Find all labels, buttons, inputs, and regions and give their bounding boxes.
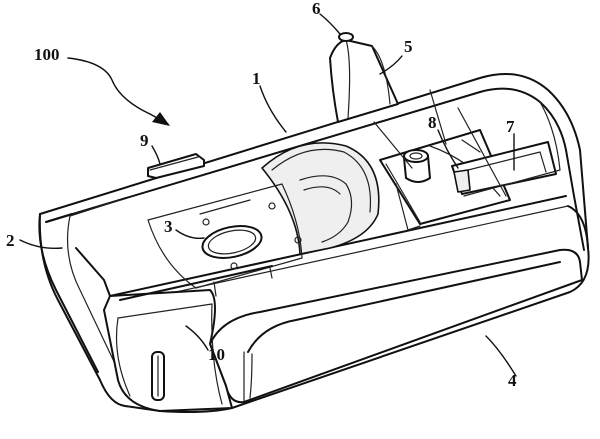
reference-numerals: 100 1 2 3 4 5 6 7 8 9 10 [6,0,517,390]
leader-lines [19,13,517,377]
slot-assembly [451,139,561,197]
side-panel [209,248,583,404]
deck-lines [373,89,507,197]
label-100: 100 [34,45,60,64]
label-10: 10 [208,345,225,364]
label-2: 2 [6,231,15,250]
label-7: 7 [506,117,515,136]
curved-arrow-icon [152,112,170,126]
label-9: 9 [140,131,149,150]
label-4: 4 [508,371,517,390]
label-1: 1 [252,69,261,88]
right-platform [379,129,511,231]
outlet-port [201,218,263,270]
upright-post [329,32,399,123]
label-6: 6 [312,0,321,18]
label-8: 8 [428,113,437,132]
front-lower-block [103,289,233,412]
central-recess [147,142,380,289]
rear-tab [147,153,205,179]
label-5: 5 [404,37,413,56]
label-3: 3 [164,217,173,236]
deck-step [119,265,273,301]
